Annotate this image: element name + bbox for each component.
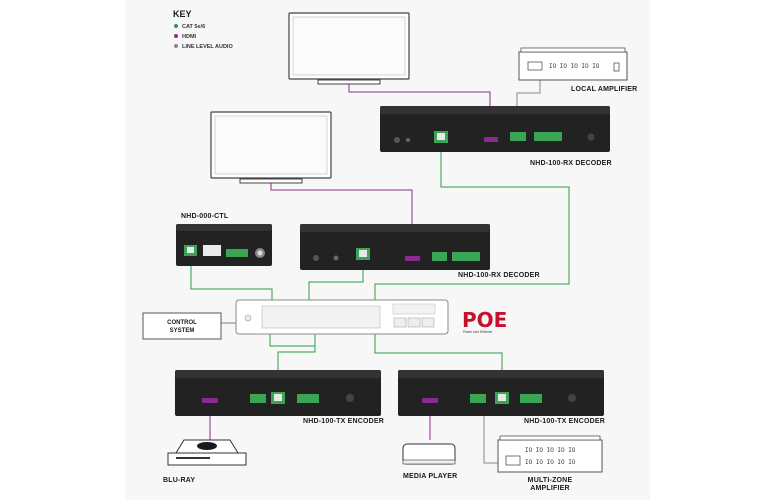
tx-left-hdmi-port xyxy=(202,398,218,403)
control-system-label-1: CONTROL xyxy=(167,320,197,326)
local-amplifier-label: LOCAL AMPLIFIER xyxy=(571,86,637,93)
rx-mid-audio-port xyxy=(432,252,447,261)
ctl-port-2 xyxy=(203,245,221,256)
local-amplifier: IO IO IO IO IO xyxy=(518,47,628,81)
tx-encoder-left xyxy=(175,370,381,416)
multizone-indicators-2: IO IO IO IO IO xyxy=(525,459,576,466)
control-system-label-2: SYSTEM xyxy=(170,328,195,334)
rx-decoder-middle xyxy=(300,224,490,270)
rx-decoder-top-label: NHD-100-RX DECODER xyxy=(530,160,612,167)
media-player xyxy=(402,443,456,465)
poe-logo-text: POE xyxy=(462,308,507,332)
cat-cable-rx-top xyxy=(374,146,570,302)
legend: KEY CAT 5e/6 HDMI LINE LEVEL AUDIO xyxy=(173,9,233,50)
media-player-label: MEDIA PLAYER xyxy=(403,473,457,480)
ctl-terminal-port xyxy=(226,249,248,257)
legend-cat-swatch xyxy=(174,24,178,28)
cat-cable-ctl xyxy=(190,256,273,302)
tx-encoder-right xyxy=(398,370,604,416)
rx-mid-control-port xyxy=(452,252,480,261)
control-system-box: CONTROL SYSTEM xyxy=(142,312,222,340)
tx-encoder-right-label: NHD-100-TX ENCODER xyxy=(524,418,605,425)
network-switch xyxy=(235,299,449,335)
tx-encoder-left-label: NHD-100-TX ENCODER xyxy=(303,418,384,425)
tx-left-control-port xyxy=(297,394,319,403)
display-middle xyxy=(210,111,332,184)
legend-hdmi-label: HDMI xyxy=(182,34,197,40)
multizone-amplifier: IO IO IO IO IO IO IO IO IO IO xyxy=(497,435,603,473)
rx-top-audio-port xyxy=(510,132,526,141)
rx-mid-hdmi-port xyxy=(405,256,420,261)
tx-right-audio-port xyxy=(470,394,486,403)
audio-cable-multizone xyxy=(483,402,498,464)
display-top xyxy=(288,12,410,85)
legend-hdmi-swatch xyxy=(174,34,178,38)
multizone-label-2: AMPLIFIER xyxy=(530,485,570,492)
multizone-label-1: MULTI-ZONE xyxy=(528,477,573,484)
poe-logo: POE Power over Ethernet xyxy=(462,308,507,334)
poe-tagline: Power over Ethernet xyxy=(463,330,492,334)
bluray-label: BLU-RAY xyxy=(163,477,195,484)
rx-decoder-top xyxy=(380,106,610,152)
legend-title: KEY xyxy=(173,9,192,19)
legend-audio-label: LINE LEVEL AUDIO xyxy=(182,44,233,50)
legend-cat-label: CAT 5e/6 xyxy=(182,24,205,30)
local-amp-indicators: IO IO IO IO IO xyxy=(549,63,600,70)
tx-left-audio-port xyxy=(250,394,266,403)
tx-right-control-port xyxy=(520,394,542,403)
legend-audio-swatch xyxy=(174,44,178,48)
multizone-indicators-1: IO IO IO IO IO xyxy=(525,447,576,454)
tx-right-hdmi-port xyxy=(422,398,438,403)
ctl-label: NHD-000-CTL xyxy=(181,213,229,220)
rx-top-control-port xyxy=(534,132,562,141)
rx-decoder-middle-label: NHD-100-RX DECODER xyxy=(458,272,540,279)
ctl-unit xyxy=(176,224,272,266)
bluray-player xyxy=(167,439,247,466)
rx-top-hdmi-port xyxy=(484,137,498,142)
